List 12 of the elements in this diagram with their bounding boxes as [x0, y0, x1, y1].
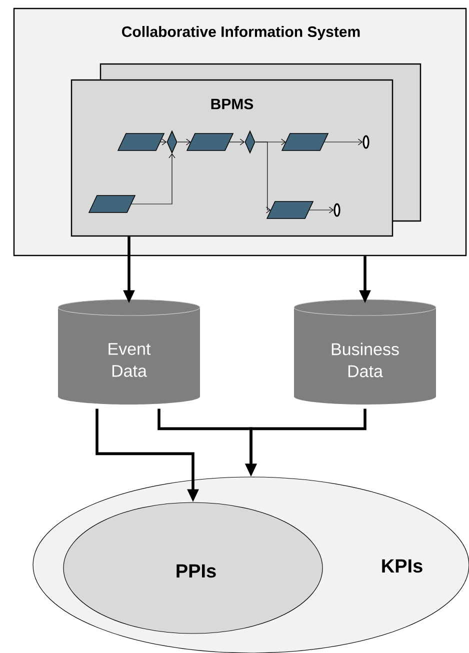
arrow	[177, 138, 191, 146]
arrow	[255, 142, 271, 214]
end-event	[334, 203, 340, 217]
arrow	[228, 138, 245, 146]
arrow	[324, 138, 363, 146]
bpms-panel: BPMS	[70, 79, 394, 237]
database-cylinder: Event Data	[58, 299, 200, 404]
arrow	[130, 153, 176, 204]
arrow	[308, 206, 334, 214]
end-event	[362, 135, 370, 149]
database-cylinder: Business Data	[294, 299, 436, 404]
arrow	[160, 138, 167, 146]
